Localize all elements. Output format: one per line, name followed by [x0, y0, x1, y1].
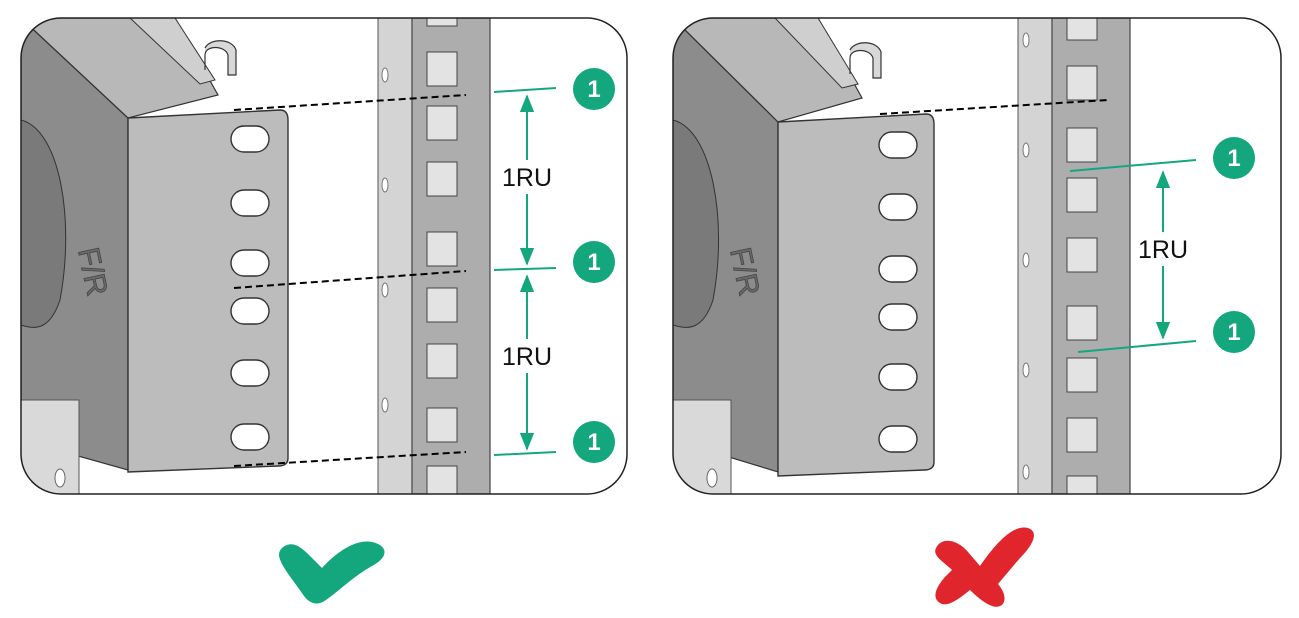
callout-1-bottom: 1	[1213, 311, 1255, 353]
mounting-bracket	[777, 113, 935, 477]
svg-text:1: 1	[1227, 145, 1240, 172]
callout-1-top: 1	[573, 68, 615, 110]
callout-1-middle: 1	[573, 241, 615, 283]
rack-post-rear	[377, 18, 415, 494]
ru-label: 1RU	[1138, 236, 1188, 264]
mounting-bracket	[127, 109, 289, 473]
rack-square-holes	[1066, 18, 1098, 494]
panel-incorrect: F/R	[672, 17, 1282, 495]
callout-1-top: 1	[1213, 137, 1255, 179]
panel-correct: F/R	[20, 17, 628, 495]
rack-square-holes	[426, 18, 458, 494]
ru-label-lower: 1RU	[502, 343, 552, 371]
panel-border	[20, 17, 628, 495]
bracket-slots	[878, 131, 918, 453]
cross-icon	[935, 527, 1034, 607]
ru-label-upper: 1RU	[502, 164, 552, 192]
svg-text:1: 1	[1227, 319, 1240, 346]
callout-1-bottom: 1	[573, 421, 615, 463]
svg-text:1: 1	[587, 76, 600, 103]
svg-text:1: 1	[587, 249, 600, 276]
panel-border	[672, 17, 1282, 495]
svg-text:1: 1	[587, 429, 600, 456]
check-icon	[279, 541, 385, 604]
bracket-slots	[230, 125, 270, 451]
